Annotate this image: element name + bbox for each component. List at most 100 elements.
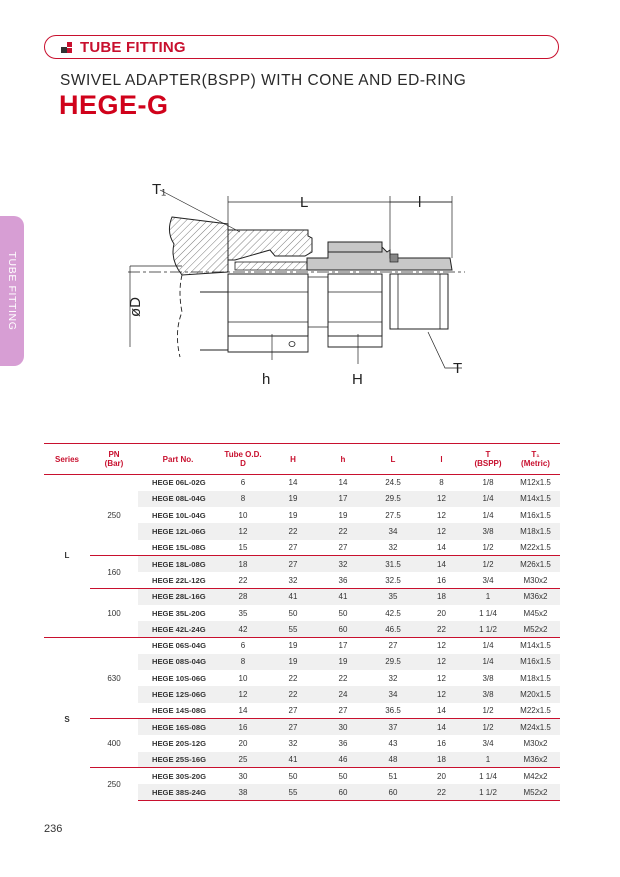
col-header-h: h bbox=[318, 443, 368, 475]
cell-L: 27 bbox=[368, 636, 418, 654]
squares-logo-icon bbox=[61, 42, 73, 54]
cell-T: 1 1/4 bbox=[479, 608, 497, 618]
cell-T1: M45x2 bbox=[523, 608, 548, 618]
cell-h: 27 bbox=[338, 543, 348, 553]
cell-l: 12 bbox=[418, 490, 465, 508]
cell-h: 27 bbox=[338, 706, 348, 716]
cell-h: 41 bbox=[318, 588, 368, 605]
cell-L: 24.5 bbox=[385, 478, 401, 488]
cell-T1: M14x1.5 bbox=[511, 490, 560, 508]
cell-H: 19 bbox=[288, 510, 298, 520]
col-header-part-no: Part No. bbox=[138, 443, 218, 475]
cell-L: 29.5 bbox=[368, 490, 418, 508]
cell-T: 3/8 bbox=[482, 673, 494, 683]
cell-part-no: HEGE 35L-20G bbox=[152, 608, 206, 618]
nut-section bbox=[227, 229, 313, 261]
cell-part-no: HEGE 08S-04G bbox=[138, 653, 218, 671]
cell-T1: M52x2 bbox=[511, 784, 560, 801]
cell-l: 22 bbox=[418, 784, 465, 801]
cell-series: L bbox=[44, 474, 90, 638]
cell-T1: M36x2 bbox=[511, 751, 560, 768]
cell-T1: M18x1.5 bbox=[511, 523, 560, 540]
cell-H: 32 bbox=[288, 738, 298, 748]
cell-L: 36.5 bbox=[385, 706, 401, 716]
col-header-pn: PN (Bar) bbox=[90, 443, 138, 475]
cell-H: 55 bbox=[268, 621, 318, 638]
cell-tube-od: 30 bbox=[218, 767, 268, 785]
cell-L: 35 bbox=[368, 588, 418, 605]
cell-T: 1/4 bbox=[465, 490, 511, 508]
cell-T: 1 bbox=[465, 751, 511, 768]
cell-l: 12 bbox=[418, 523, 465, 540]
cell-H: 32 bbox=[288, 575, 298, 585]
cell-h: 22 bbox=[338, 673, 348, 683]
cell-h: 46 bbox=[318, 751, 368, 768]
cell-pn: 160 bbox=[90, 555, 138, 589]
cell-L: 51 bbox=[368, 767, 418, 785]
cell-h: 36 bbox=[338, 738, 348, 748]
cell-T: 3/4 bbox=[482, 738, 494, 748]
cell-H: 19 bbox=[268, 490, 318, 508]
cell-pn: 250 bbox=[90, 767, 138, 801]
cell-h: 19 bbox=[318, 653, 368, 671]
cell-h: 50 bbox=[338, 608, 348, 618]
cell-tube-od: 42 bbox=[218, 621, 268, 638]
cell-tube-od: 15 bbox=[238, 543, 248, 553]
cell-L: 27.5 bbox=[385, 510, 401, 520]
cell-part-no: HEGE 42L-24G bbox=[138, 621, 218, 638]
cell-part-no: HEGE 08L-04G bbox=[138, 490, 218, 508]
cell-L: 32 bbox=[388, 543, 398, 553]
cell-series: S bbox=[44, 636, 90, 801]
col-header-l: l bbox=[418, 443, 465, 475]
cell-h: 17 bbox=[318, 636, 368, 654]
cell-T1: M42x2 bbox=[511, 767, 560, 785]
cell-T: 1/4 bbox=[465, 653, 511, 671]
cell-part-no: HEGE 30S-20G bbox=[138, 767, 218, 785]
dim-label-l: l bbox=[418, 194, 421, 211]
cell-L: 31.5 bbox=[368, 555, 418, 573]
cell-part-no: HEGE 15L-08G bbox=[152, 543, 206, 553]
table-header-row: Series PN (Bar) Part No. Tube O.D. D H h… bbox=[44, 443, 560, 475]
cell-H: 27 bbox=[268, 718, 318, 736]
product-subtitle: SWIVEL ADAPTER(BSPP) WITH CONE AND ED-RI… bbox=[60, 72, 467, 89]
dim-label-h: h bbox=[262, 371, 270, 388]
cell-L: 34 bbox=[368, 686, 418, 703]
cell-l: 14 bbox=[437, 543, 446, 553]
spec-table: Series PN (Bar) Part No. Tube O.D. D H h… bbox=[44, 443, 560, 801]
cell-l: 12 bbox=[437, 510, 446, 520]
cell-T1: M12x1.5 bbox=[520, 478, 551, 488]
cell-part-no: HEGE 22L-12G bbox=[152, 575, 206, 585]
cell-tube-od: 20 bbox=[238, 738, 248, 748]
cell-l: 16 bbox=[437, 575, 446, 585]
cell-part-no: HEGE 18L-08G bbox=[138, 555, 218, 573]
cell-tube-od: 8 bbox=[218, 490, 268, 508]
col-header-H: H bbox=[268, 443, 318, 475]
cell-T: 1 1/2 bbox=[465, 621, 511, 638]
cell-T: 1 1/2 bbox=[465, 784, 511, 801]
cell-H: 55 bbox=[268, 784, 318, 801]
cell-T: 1/2 bbox=[465, 555, 511, 573]
cell-l: 8 bbox=[439, 478, 444, 488]
cell-L: 46.5 bbox=[368, 621, 418, 638]
cell-L: 48 bbox=[368, 751, 418, 768]
cell-part-no: HEGE 38S-24G bbox=[138, 784, 218, 801]
side-tab[interactable]: TUBE FITTING bbox=[0, 216, 24, 366]
dim-label-t1: T₁ bbox=[152, 181, 166, 198]
cell-H: 41 bbox=[268, 588, 318, 605]
cell-l: 12 bbox=[418, 686, 465, 703]
cell-pn: 100 bbox=[90, 588, 138, 638]
cell-tube-od: 6 bbox=[240, 478, 246, 488]
cell-part-no: HEGE 28L-16G bbox=[138, 588, 218, 605]
cell-H: 22 bbox=[268, 686, 318, 703]
cell-h: 14 bbox=[338, 478, 348, 488]
cell-part-no: HEGE 12S-06G bbox=[138, 686, 218, 703]
